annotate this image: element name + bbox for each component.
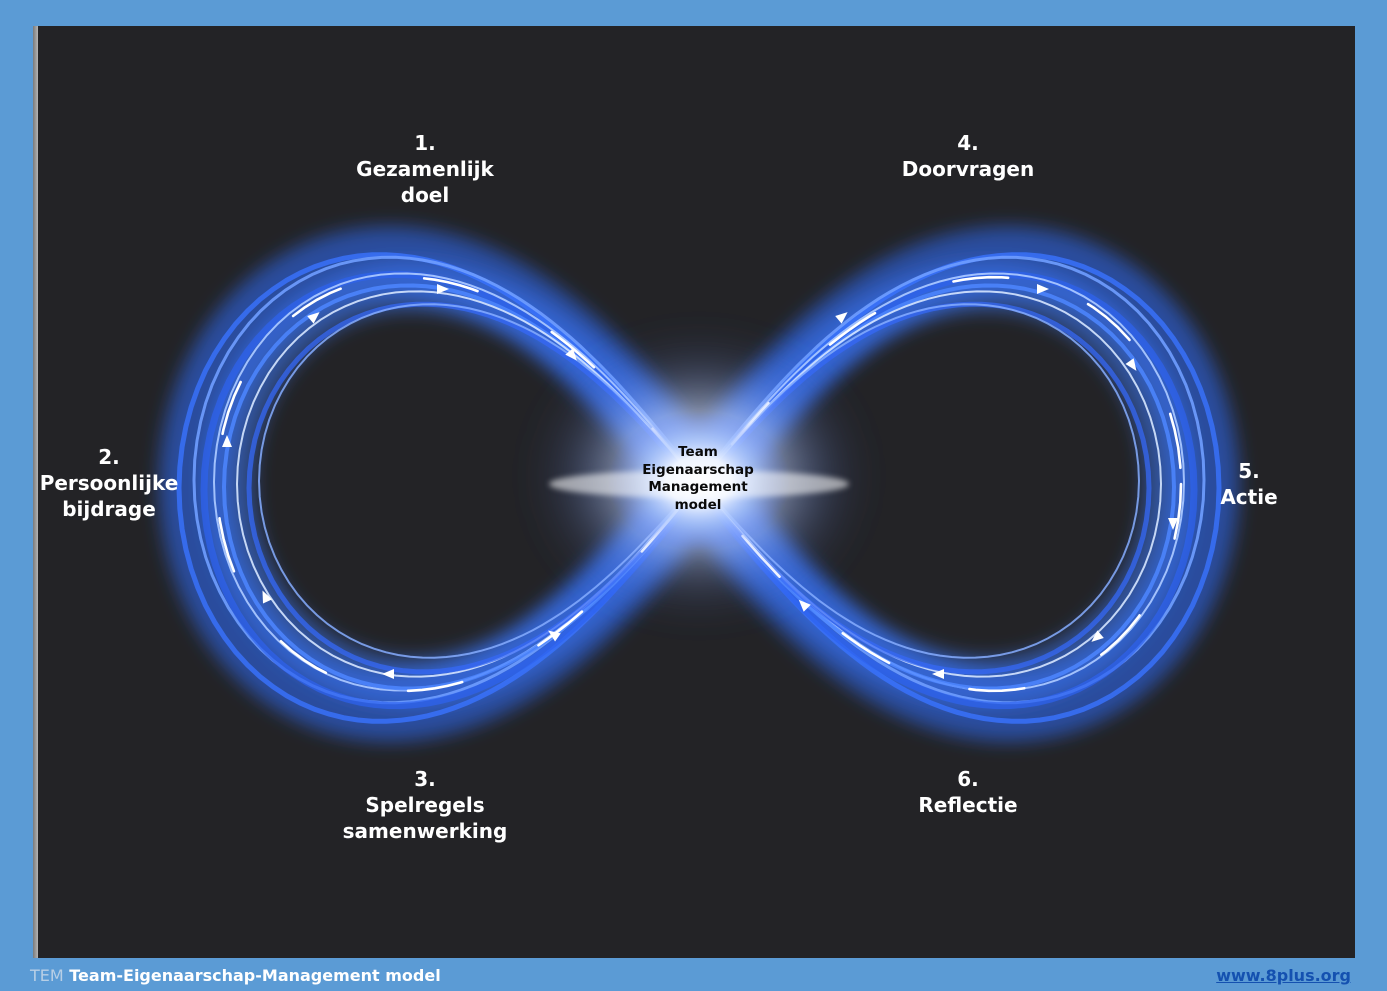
flow-arrowhead-10 — [382, 669, 394, 679]
loop-band-7 — [246, 301, 1152, 675]
loop-band-1 — [176, 252, 1222, 724]
loop-bands — [176, 252, 1222, 724]
flow-arrowhead-6 — [1091, 630, 1104, 642]
step-3-number: 3. — [414, 767, 436, 791]
flow-arrowhead-4 — [1125, 358, 1137, 371]
left-edge-strip — [33, 26, 38, 958]
step-5-label: 5. Actie — [1199, 458, 1299, 510]
step-6-number: 6. — [957, 767, 979, 791]
step-1-title-line-1: Gezamenlijk — [356, 157, 494, 181]
flow-arrowhead-3 — [1037, 284, 1049, 294]
diagram-canvas: 1. Gezamenlijk doel 2. Persoonlijke bijd… — [33, 26, 1355, 958]
step-4-title-line-1: Doorvragen — [901, 157, 1035, 181]
flow-arrowhead-7 — [932, 669, 944, 679]
step-1-title-line-2: doel — [400, 183, 450, 207]
flow-arrowhead-13 — [307, 312, 320, 324]
flow-arrowhead-14 — [835, 312, 848, 324]
flow-arrowhead-11 — [262, 590, 273, 604]
step-3-title-line-2: samenwerking — [342, 819, 508, 843]
step-1-number: 1. — [414, 131, 436, 155]
step-5-number: 5. — [1238, 459, 1260, 483]
flow-arrowhead-5 — [1168, 518, 1178, 530]
step-3-label: 3. Spelregels samenwerking — [335, 766, 515, 844]
flow-arrows — [215, 275, 1183, 693]
center-model-label: Team Eigenaarschap Management model — [623, 444, 773, 514]
step-4-label: 4. Doorvragen — [888, 130, 1048, 182]
center-flare-streak — [549, 470, 849, 498]
footer-abbreviation: TEM — [30, 966, 64, 985]
flow-arrowhead-12 — [222, 435, 232, 447]
step-1-label: 1. Gezamenlijk doel — [345, 130, 505, 208]
step-2-label: 2. Persoonlijke bijdrage — [35, 444, 183, 522]
center-line-2: Eigenaarschap — [642, 461, 754, 478]
step-6-title-line-1: Reflectie — [918, 793, 1018, 817]
step-2-title-line-1: Persoonlijke — [39, 471, 179, 495]
step-2-number: 2. — [98, 445, 120, 469]
step-6-label: 6. Reflectie — [898, 766, 1038, 818]
center-line-3: Management — [648, 479, 748, 495]
website-link[interactable]: www.8plus.org — [1216, 966, 1351, 985]
step-3-title-line-1: Spelregels — [365, 793, 485, 817]
flow-arrowhead-9 — [548, 630, 561, 642]
center-line-4: model — [674, 496, 722, 513]
flow-arrow-strokes — [215, 275, 1183, 693]
flow-arrowhead-8 — [798, 599, 811, 612]
step-5-title-line-1: Actie — [1220, 485, 1278, 509]
step-2-title-line-2: bijdrage — [62, 497, 156, 521]
flow-arrowhead-1 — [437, 284, 449, 294]
step-4-number: 4. — [957, 131, 979, 155]
footer-title: Team-Eigenaarschap-Management model — [69, 966, 441, 985]
loop-band-3 — [200, 270, 1198, 710]
center-line-1: Team — [678, 444, 718, 460]
infinity-loop-graphic — [158, 226, 1240, 742]
flow-arrowhead-2 — [565, 348, 577, 361]
loop-band-8 — [257, 303, 1141, 659]
footer-caption: TEM Team-Eigenaarschap-Management model — [30, 966, 441, 985]
